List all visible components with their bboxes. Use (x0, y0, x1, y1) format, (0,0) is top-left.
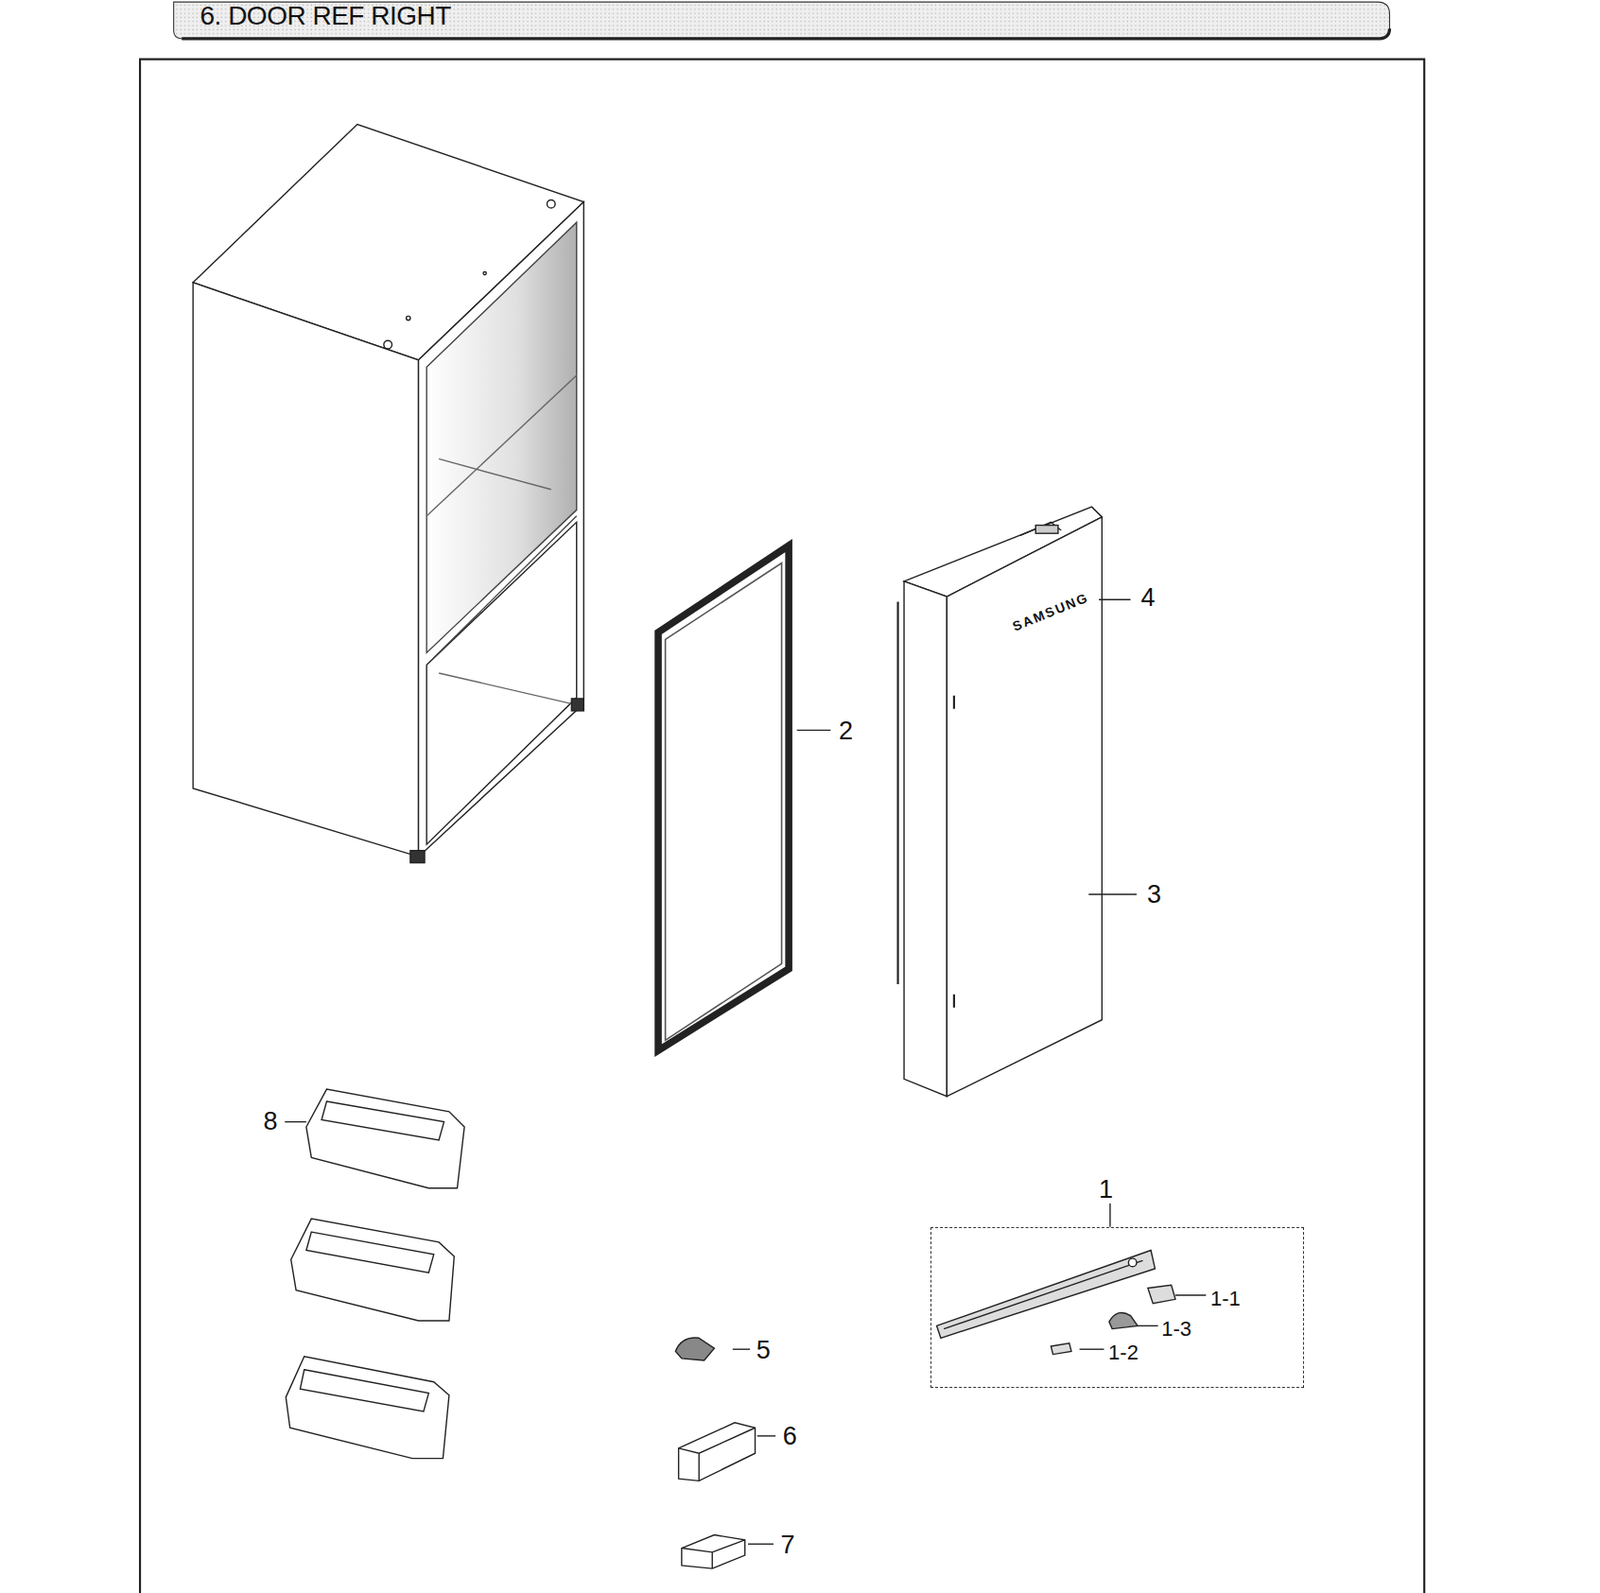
frame (139, 59, 1425, 1593)
callout-number: 6 (782, 1424, 798, 1450)
callout-number: 2 (838, 717, 853, 744)
callout-number: 8 (262, 1108, 278, 1134)
callout-number: 7 (781, 1531, 796, 1558)
title-band (173, 1, 1391, 39)
sub-callout-number: 1-1 (1210, 1288, 1241, 1310)
callout-number: 3 (1147, 882, 1162, 908)
part-group-box: 11-11-31-2 (930, 1227, 1305, 1388)
door (898, 506, 1103, 1097)
small-parts (675, 1338, 755, 1569)
sub-callout-number: 1-2 (1108, 1342, 1139, 1364)
door-bin (285, 1089, 465, 1460)
callout-number: 5 (756, 1337, 771, 1363)
door-gasket (658, 545, 789, 1051)
cabinet (192, 124, 584, 864)
callout-number: 4 (1140, 585, 1155, 611)
leader-line (284, 599, 1206, 1545)
callout-number: 1 (1098, 1177, 1114, 1203)
page-title: 6. DOOR REF RIGHT (200, 2, 452, 30)
hinge-parts (937, 1251, 1176, 1356)
sub-callout-number: 1-3 (1161, 1319, 1192, 1340)
